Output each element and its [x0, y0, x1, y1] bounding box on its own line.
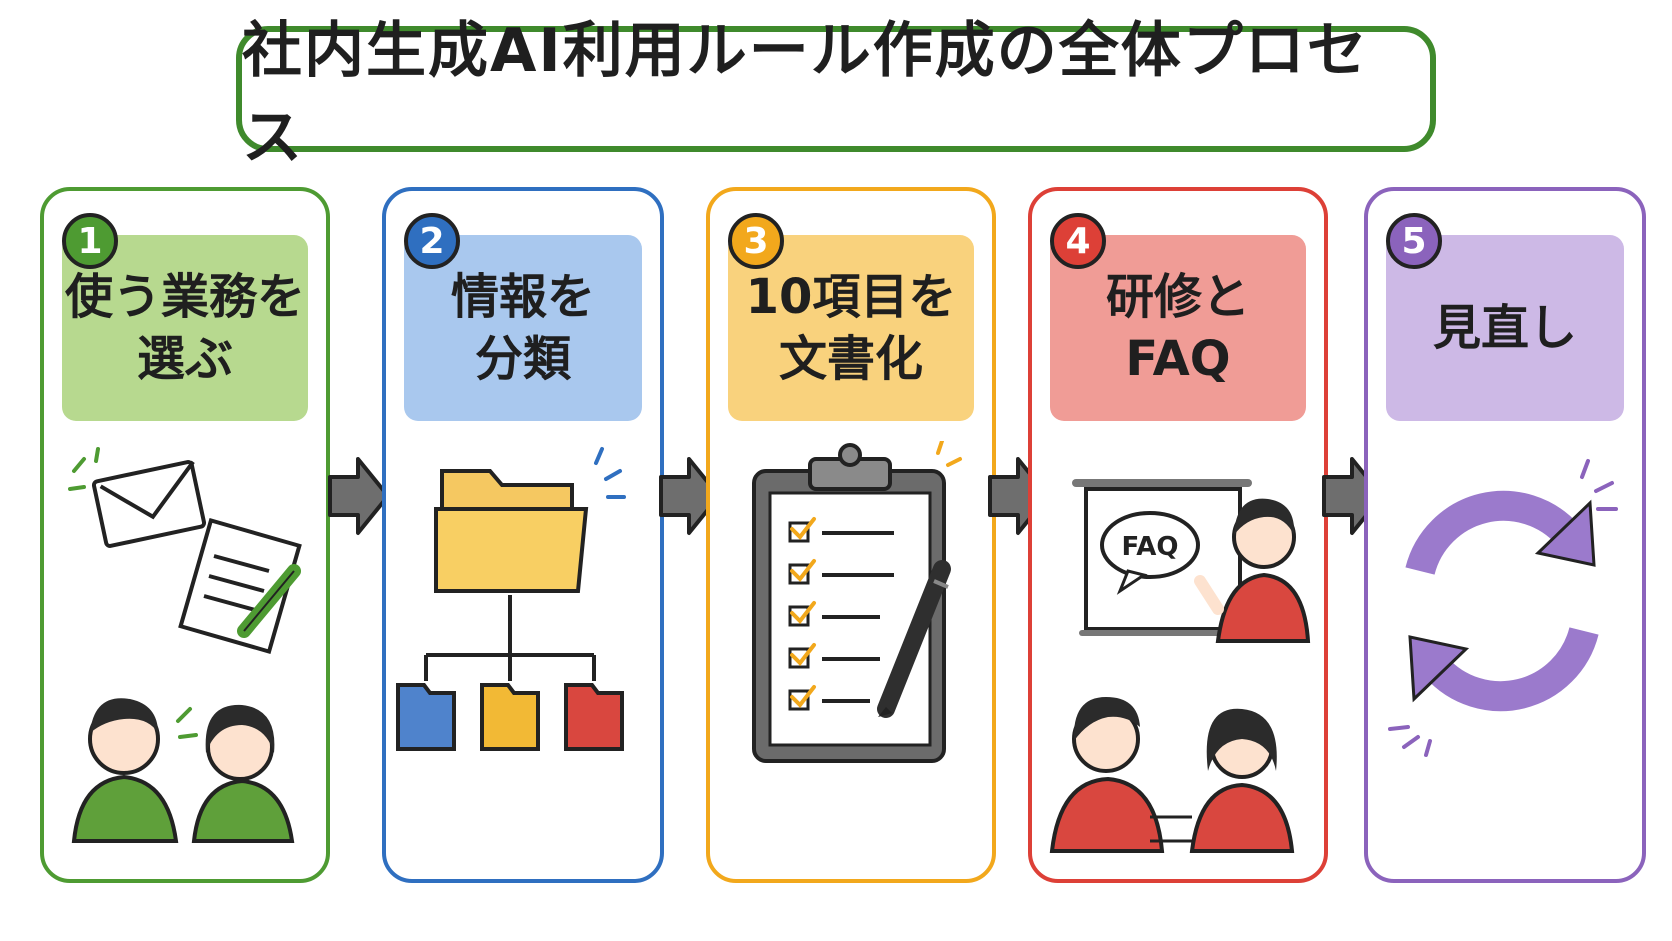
- cycle-arrows-icon: [1388, 459, 1618, 757]
- folder-tree-icon: [396, 595, 624, 751]
- faq-bubble-text: FAQ: [1121, 532, 1178, 562]
- step-1-illustration: [68, 447, 302, 843]
- page-title: 社内生成AI利用ルール作成の全体プロセス: [242, 16, 1369, 173]
- title-frame: 社内生成AI利用ルール作成の全体プロセス: [236, 16, 1436, 173]
- arrow-1-to-2: [326, 455, 392, 537]
- step-3-title-line2: 文書化: [778, 331, 923, 387]
- step-1-title-line1: 使う業務を: [64, 269, 305, 325]
- speech-bubble-icon: FAQ: [1100, 511, 1200, 595]
- step-4-card: 4 研修と FAQ FAQ: [1028, 187, 1328, 883]
- envelope-icon: [68, 447, 207, 548]
- step-3-card: 3 10項目を 文書化: [706, 187, 996, 883]
- step-1-number: 1: [77, 220, 103, 262]
- step-4-title-line1: 研修と: [1105, 269, 1250, 325]
- step-2-badge: 2: [404, 213, 460, 269]
- step-1-title-line2: 選ぶ: [136, 331, 233, 387]
- step-3-illustration: [752, 441, 962, 763]
- step-2-title-line1: 情報を: [450, 269, 595, 325]
- step-5-card: 5 見直し: [1364, 187, 1646, 883]
- trainer-icon: [1194, 498, 1311, 643]
- folder-icon: [434, 447, 626, 593]
- arrow-2-to-3: [657, 455, 723, 537]
- audience-icon: [1049, 697, 1295, 853]
- step-2-number: 2: [419, 220, 445, 262]
- step-4-header: 研修と FAQ: [1050, 235, 1306, 421]
- step-5-title-line1: 見直し: [1432, 300, 1577, 356]
- pen-icon: [877, 560, 951, 718]
- step-1-header: 使う業務を 選ぶ: [62, 235, 308, 421]
- step-2-card: 2 情報を 分類: [382, 187, 664, 883]
- step-3-title-line1: 10項目を: [745, 269, 957, 325]
- step-4-number: 4: [1065, 220, 1091, 262]
- step-2-illustration: [396, 447, 626, 751]
- step-5-badge: 5: [1386, 213, 1442, 269]
- people-discussing-icon: [71, 698, 295, 843]
- step-1-card: 1 使う業務を 選ぶ: [40, 187, 330, 883]
- step-1-badge: 1: [62, 213, 118, 269]
- step-5-illustration: [1388, 459, 1618, 757]
- step-3-badge: 3: [728, 213, 784, 269]
- document-pen-icon: [178, 517, 302, 655]
- step-4-badge: 4: [1050, 213, 1106, 269]
- step-3-header: 10項目を 文書化: [728, 235, 974, 421]
- step-3-number: 3: [743, 220, 769, 262]
- step-4-illustration: FAQ: [1049, 479, 1311, 853]
- step-2-title-line2: 分類: [474, 331, 571, 387]
- step-5-number: 5: [1401, 220, 1427, 262]
- step-4-title-line2: FAQ: [1125, 331, 1231, 387]
